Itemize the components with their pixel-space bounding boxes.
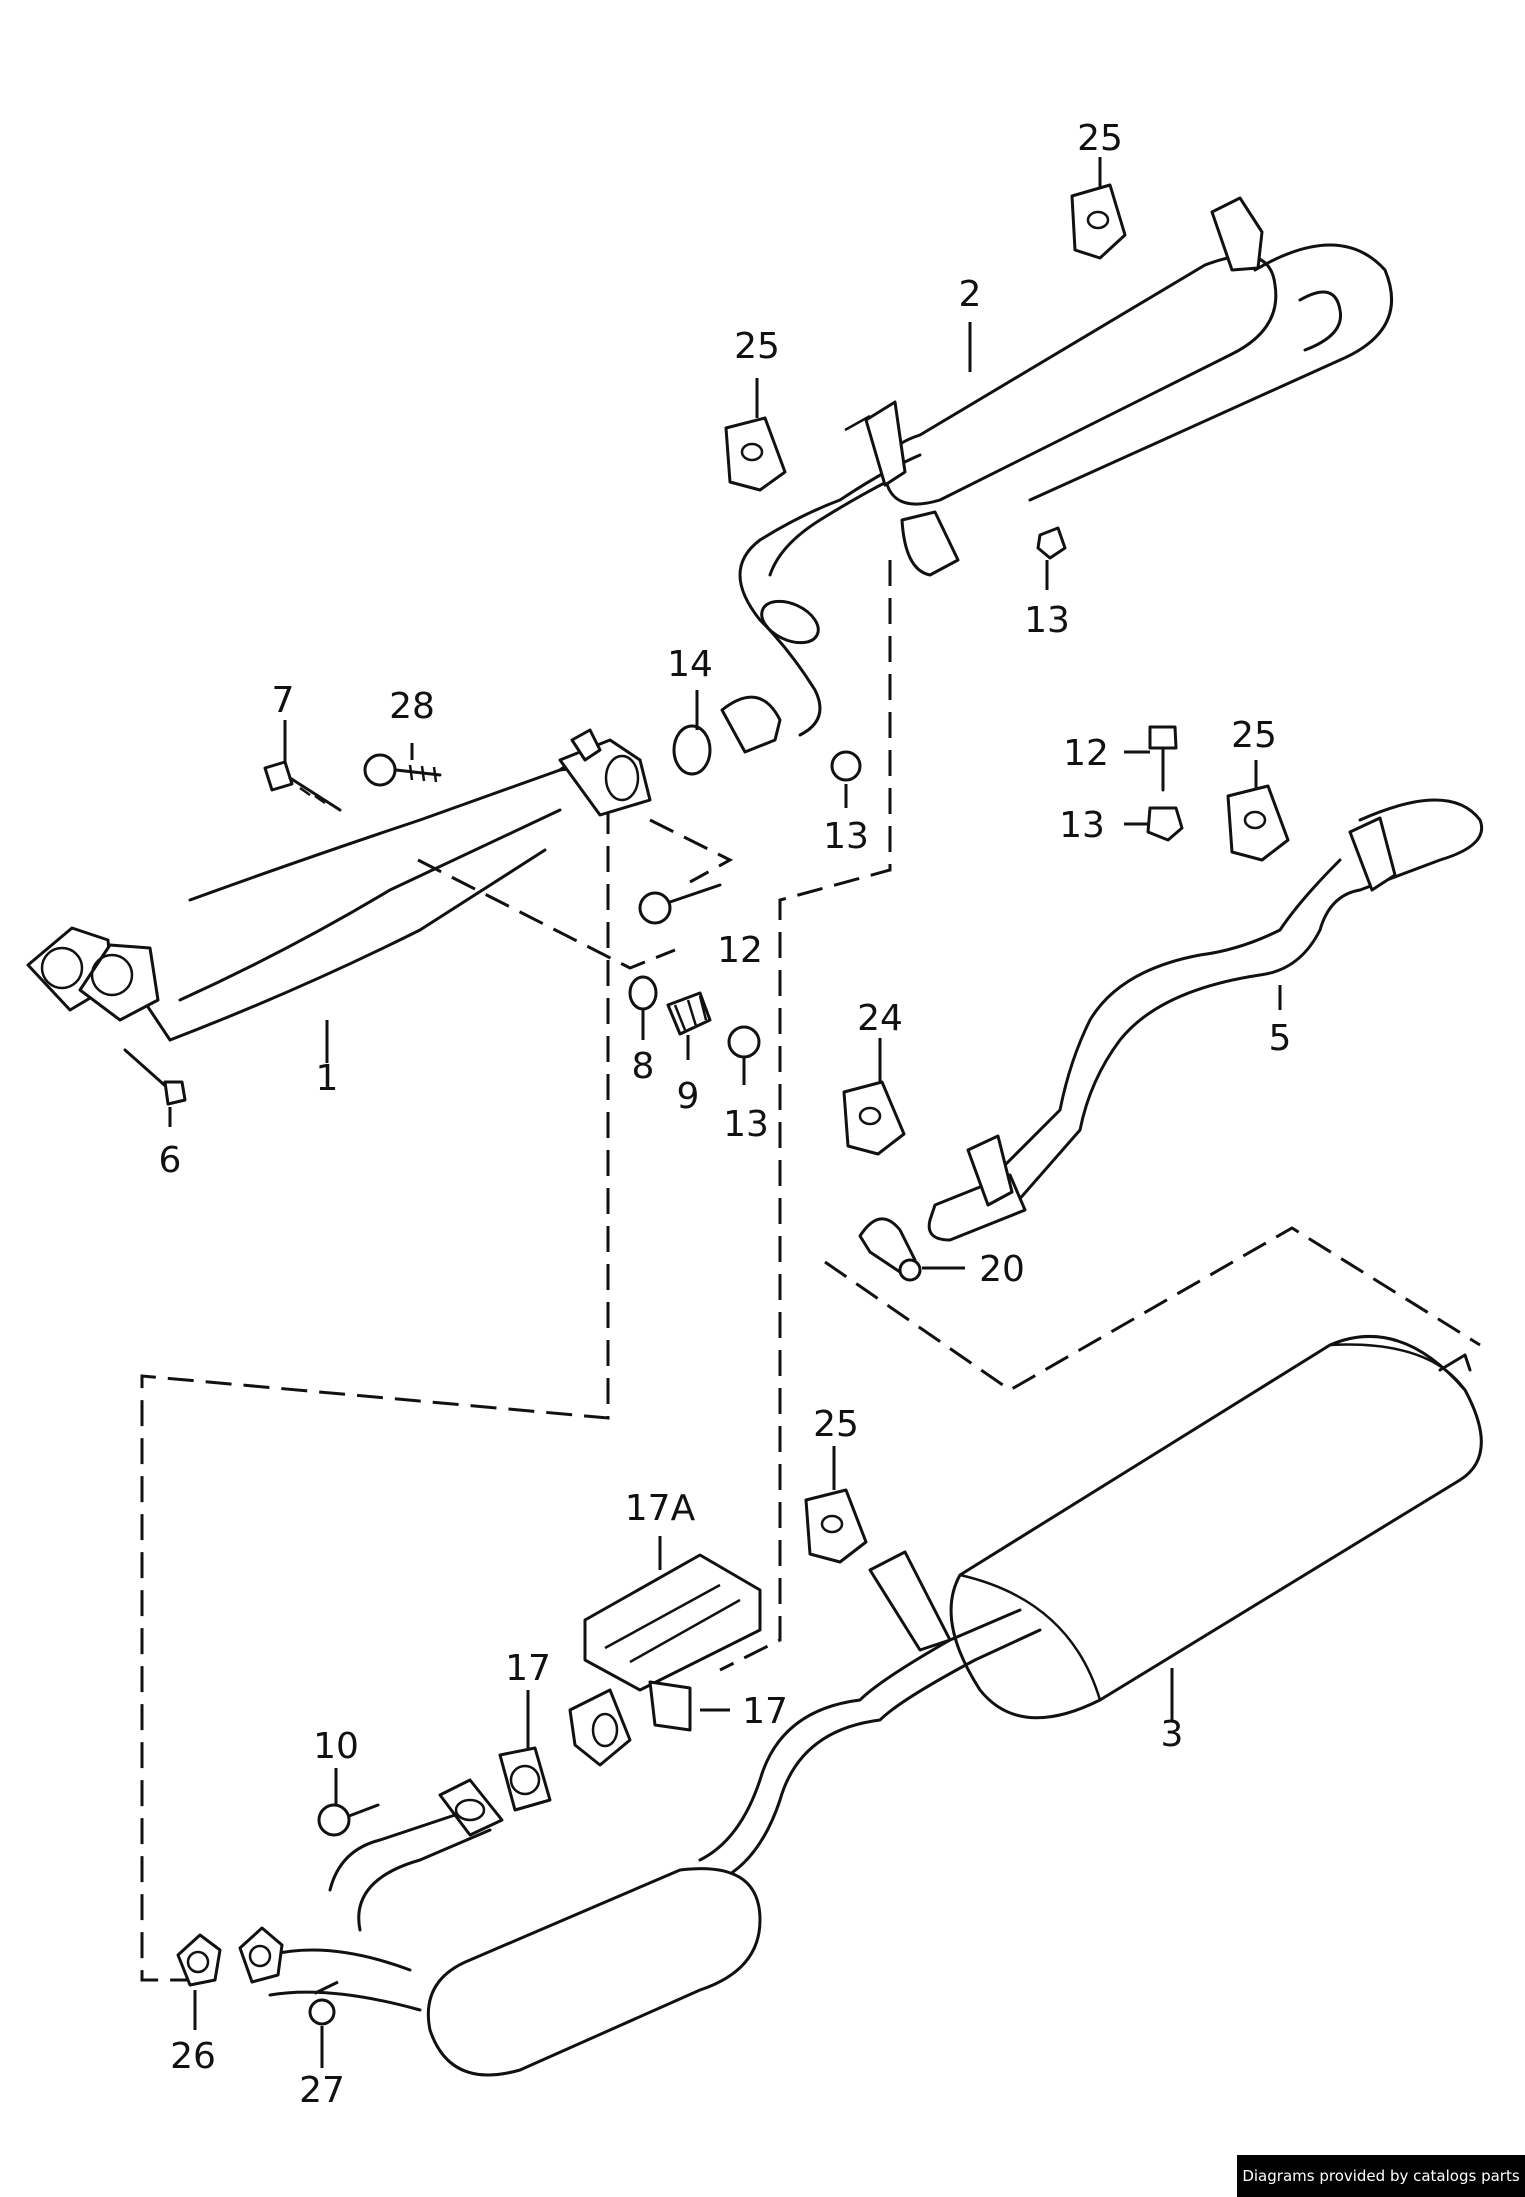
callout-1: 1 [316,1058,339,1099]
bolt-10 [317,1803,380,1837]
washer-8 [628,975,658,1011]
callout-8: 8 [632,1046,655,1087]
part-1-front-pipe [26,728,652,1042]
callout-9: 9 [677,1076,700,1117]
part-3-rear-muffler [698,1334,1483,1882]
callout-7: 7 [272,680,295,721]
callout-17A: 17A [625,1488,696,1529]
clamp-17 [568,1680,692,1767]
flange-27 [238,1926,336,2026]
nut-13-lower [727,1025,761,1059]
flange-gasket-13-top [900,510,1067,577]
spring-9 [666,991,712,1036]
hanger-24 [842,1080,906,1156]
callout-13-mid: 13 [823,816,869,857]
callout-25-right: 25 [1231,715,1277,756]
part-2-rear-silencer [738,196,1394,737]
hanger-25-top-left [724,416,787,492]
callout-25-top-right: 25 [1077,118,1123,159]
bolt-28 [363,753,442,787]
callout-6: 6 [159,1140,182,1181]
clamp-14 [672,695,782,776]
nut-13-mid [830,750,862,782]
gasket-26 [176,1933,222,1987]
dashed-connection-lines [140,560,1481,2000]
hanger-25-lower [804,1488,868,1564]
bolt-6 [123,1048,187,1106]
hanger-25-top-right [1070,183,1127,260]
callout-5: 5 [1269,1018,1292,1059]
callout-12-right: 12 [1063,733,1109,774]
callout-25-top-left: 25 [734,326,780,367]
callout-27: 27 [299,2070,345,2111]
callouts: 25 2 25 13 14 7 28 13 12 1 6 8 9 13 12 2… [159,118,1292,2111]
callout-10: 10 [313,1726,359,1767]
callout-3: 3 [1161,1714,1184,1755]
heat-shield-17A [583,1553,762,1692]
callout-2: 2 [959,274,982,315]
bolt-12-mid [638,883,722,925]
callout-13-right: 13 [1059,805,1105,846]
callout-17-right: 17 [742,1691,788,1732]
callout-13-lower: 13 [723,1104,769,1145]
hanger-25-right [1226,784,1290,862]
bolt-12-right [1148,725,1178,792]
callout-25-lower: 25 [813,1404,859,1445]
callout-20: 20 [979,1249,1025,1290]
clamp-20 [858,1217,922,1282]
gasket-17 [498,1746,552,1812]
callout-17-left: 17 [505,1648,551,1689]
leader-lines [168,157,1282,2068]
callout-24: 24 [857,998,903,1039]
nut-13-right [1146,806,1184,842]
callout-12-mid: 12 [717,930,763,971]
part-5-intermediate-pipe [927,798,1483,1242]
callout-13-top: 13 [1024,600,1070,641]
catalytic-converter [268,1778,762,2077]
callout-28: 28 [389,686,435,727]
credit-footer: Diagrams provided by catalogs parts [1237,2155,1525,2197]
callout-14: 14 [667,644,713,685]
callout-26: 26 [170,2036,216,2077]
bolt-7 [263,760,342,812]
